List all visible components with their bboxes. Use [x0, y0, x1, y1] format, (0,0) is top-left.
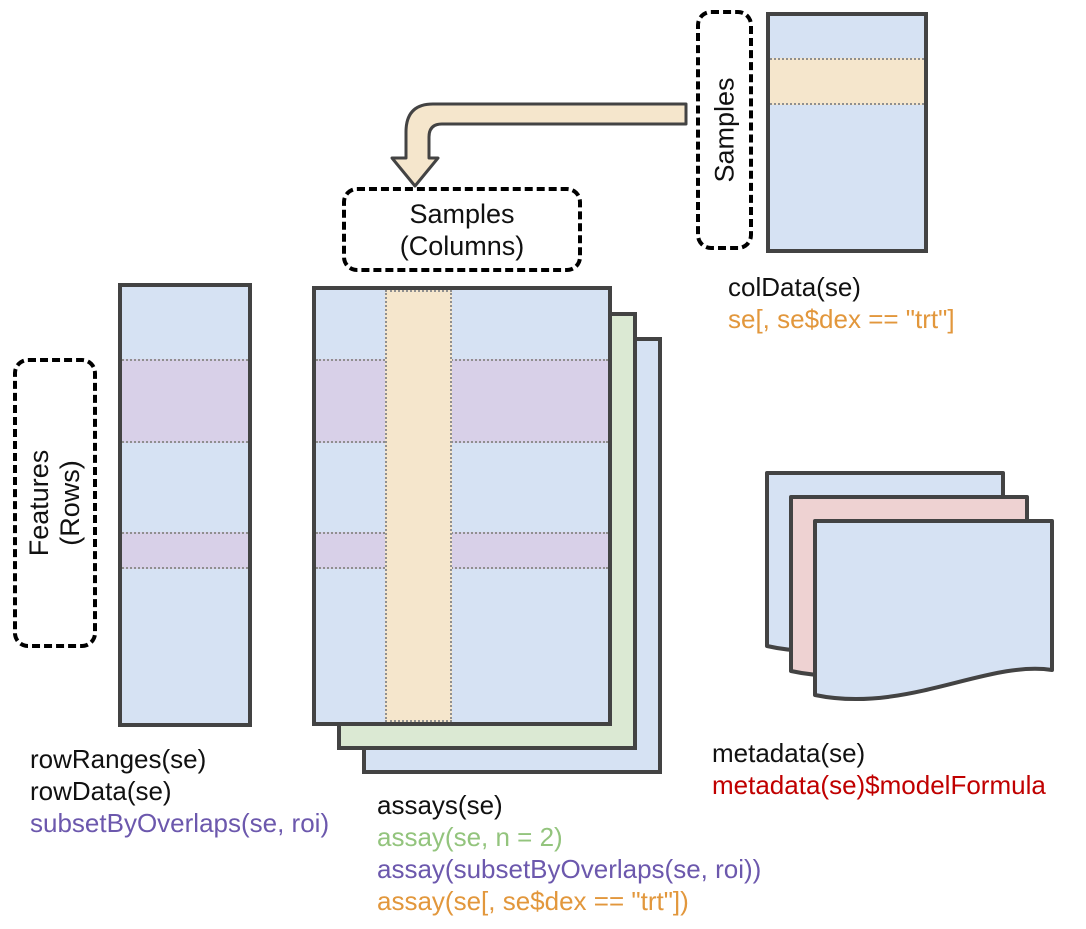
assay-sample-subset-code-label: assay(se[, se$dex == "trt"]) [377, 886, 689, 916]
coldata-matrix [766, 12, 928, 253]
rowdata-accessor-label: rowData(se) [30, 776, 172, 806]
metadata-modelformula-code-label: metadata(se)$modelFormula [712, 770, 1046, 800]
samples-annotation-label: Samples [709, 77, 739, 183]
features-rows-annotation-box: Features (Rows) [13, 358, 97, 648]
assay-sample-column-stripe [385, 290, 452, 722]
metadata-accessor-label: metadata(se) [712, 738, 866, 768]
rowdata-label-block: rowRanges(se) rowData(se) subsetByOverla… [30, 743, 329, 839]
samples-columns-annotation-label: Samples (Columns) [346, 198, 578, 262]
coldata-accessor-label: colData(se) [728, 272, 861, 302]
assay-subsetbyoverlaps-code-label: assay(subsetByOverlaps(se, roi)) [377, 854, 762, 884]
samples-annotation-box: Samples [696, 10, 753, 250]
coldata-label-block: colData(se) se[, se$dex == "trt"] [728, 271, 955, 335]
metadata-document-middle [789, 495, 1029, 678]
samples-columns-annotation-box: Samples (Columns) [342, 187, 582, 272]
features-rows-annotation-label: Features (Rows) [24, 358, 86, 648]
feature-subset-stripe-2 [122, 532, 248, 569]
assay-matrix-front [312, 286, 612, 726]
feature-subset-stripe-1 [122, 359, 248, 443]
samples-columns-line2: (Columns) [399, 230, 525, 261]
features-line2: (Rows) [55, 460, 85, 546]
metadata-document-back [765, 471, 1005, 653]
coldata-selected-sample-stripe [770, 58, 924, 105]
features-line1: Features [24, 449, 54, 557]
coldata-subset-code-label: se[, se$dex == "trt"] [728, 304, 955, 334]
metadata-document-front [813, 519, 1054, 701]
metadata-label-block: metadata(se) metadata(se)$modelFormula [712, 737, 1046, 801]
assays-label-block: assays(se) assay(se, n = 2) assay(subset… [377, 789, 761, 917]
assay-feature-stripe-1 [316, 359, 608, 443]
samples-columns-line1: Samples [409, 198, 515, 229]
rowranges-matrix [118, 283, 252, 727]
assays-accessor-label: assays(se) [377, 790, 503, 820]
rowranges-accessor-label: rowRanges(se) [30, 744, 207, 774]
assay-n2-code-label: assay(se, n = 2) [377, 822, 563, 852]
assay-feature-stripe-2 [316, 532, 608, 569]
elbow-arrow-icon [390, 102, 688, 188]
subsetbyoverlaps-code-label: subsetByOverlaps(se, roi) [30, 808, 330, 838]
